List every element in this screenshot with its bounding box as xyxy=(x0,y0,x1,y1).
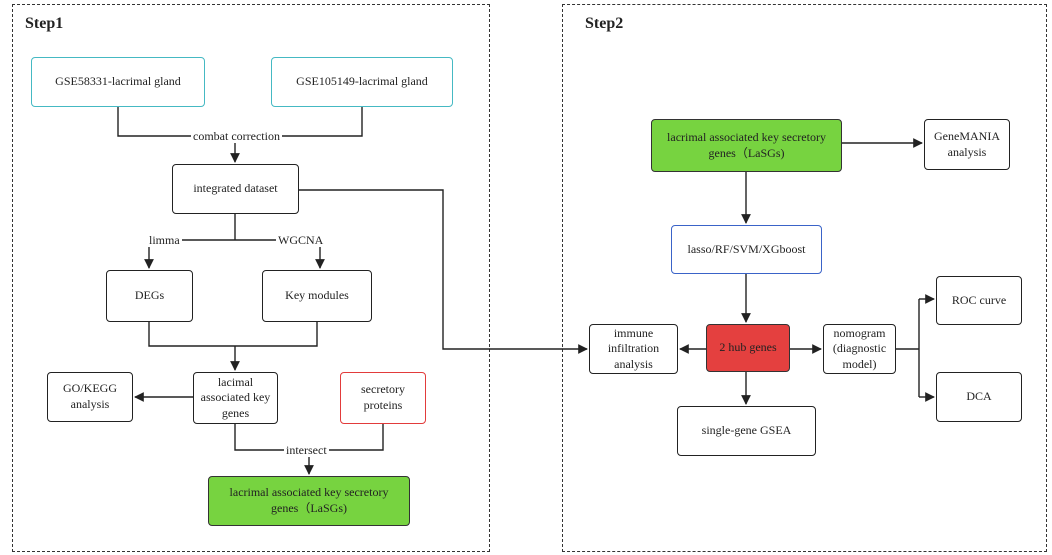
node-genemania-analysis: GeneMANIA analysis xyxy=(924,119,1010,170)
node-nomogram: nomogram (diagnostic model) xyxy=(823,324,896,374)
node-go-kegg-analysis: GO/KEGG analysis xyxy=(47,372,133,422)
node-2-hub-genes: 2 hub genes xyxy=(706,324,790,372)
node-immune-infiltration: immune infiltration analysis xyxy=(589,324,678,374)
edge-label-intersect: intersect xyxy=(284,443,329,457)
edge-label-combat-correction: combat correction xyxy=(191,129,282,143)
node-lacimal-associated-key-genes: lacimal associated key genes xyxy=(193,372,278,424)
node-ml-methods: lasso/RF/SVM/XGboost xyxy=(671,225,822,274)
node-gse105149: GSE105149-lacrimal gland xyxy=(271,57,453,107)
node-lasgs-step2: lacrimal associated key secretory genes（… xyxy=(651,119,842,172)
node-roc-curve: ROC curve xyxy=(936,276,1022,325)
node-degs: DEGs xyxy=(106,270,193,322)
edge-label-wgcna: WGCNA xyxy=(276,233,326,247)
step2-title: Step2 xyxy=(585,15,624,32)
node-single-gene-gsea: single-gene GSEA xyxy=(677,406,816,456)
node-gse58331: GSE58331-lacrimal gland xyxy=(31,57,205,107)
node-dca: DCA xyxy=(936,372,1022,422)
node-secretory-proteins: secretory proteins xyxy=(340,372,426,424)
node-lasgs-step1: lacrimal associated key secretory genes（… xyxy=(208,476,410,526)
node-integrated-dataset: integrated dataset xyxy=(172,164,299,214)
edge-label-limma: limma xyxy=(147,233,182,247)
node-key-modules: Key modules xyxy=(262,270,372,322)
step1-title: Step1 xyxy=(25,15,64,32)
